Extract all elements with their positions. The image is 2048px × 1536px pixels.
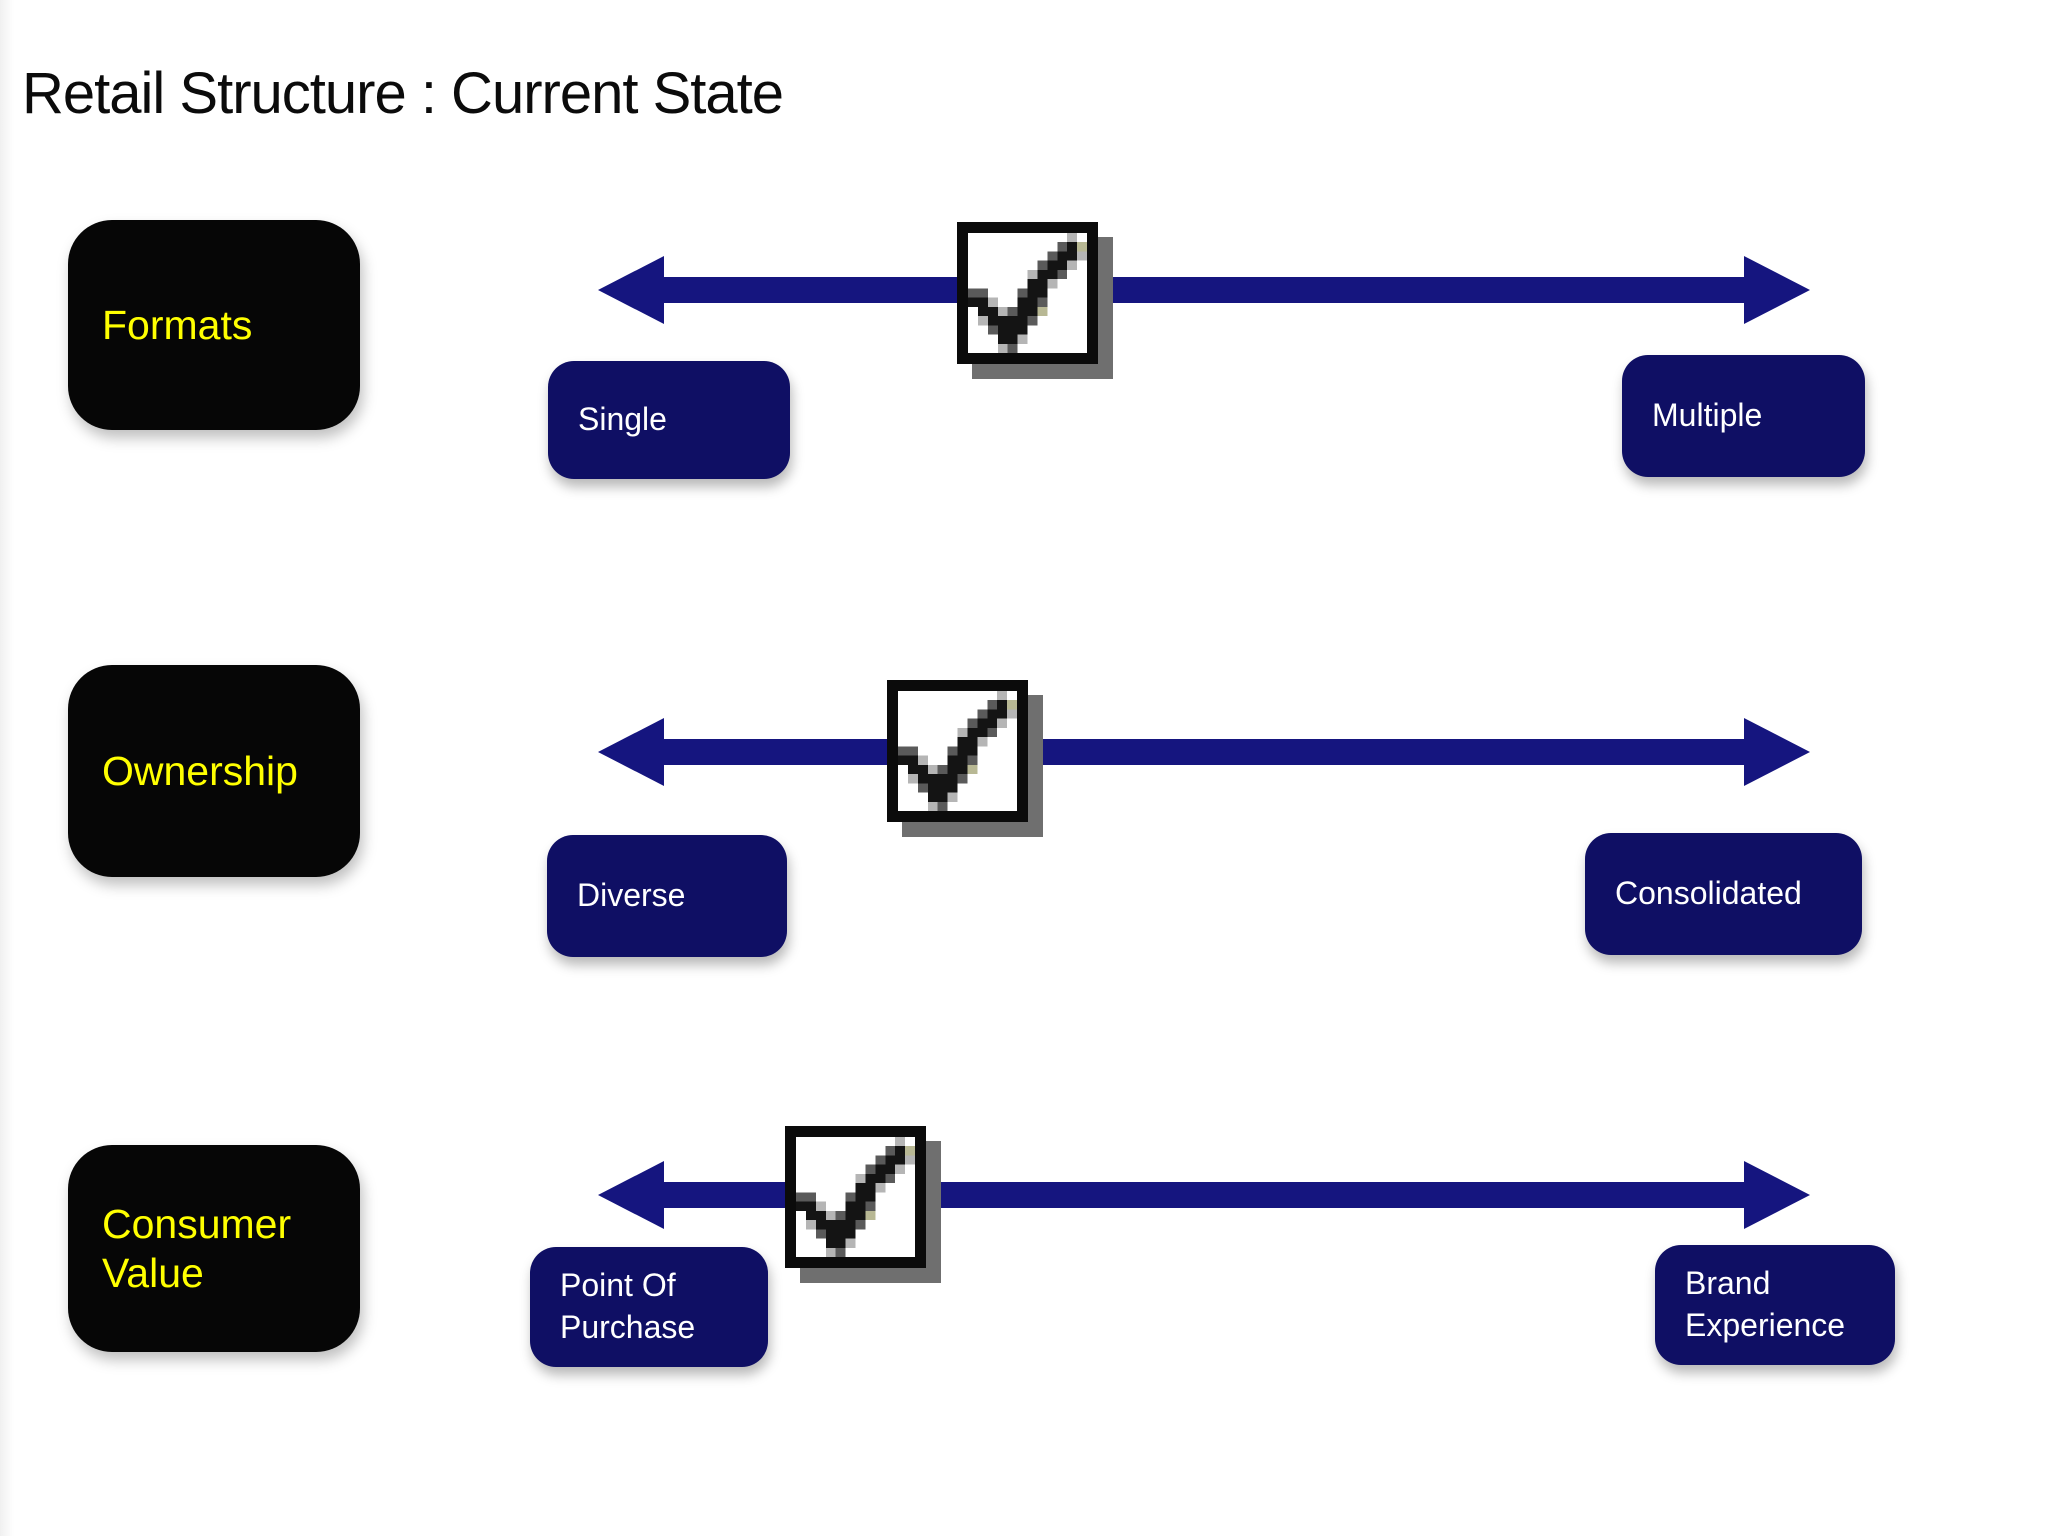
category-box-ownership: Ownership: [68, 665, 360, 877]
checked-checkbox-icon: [968, 233, 1087, 353]
checked-checkbox-icon: [898, 691, 1017, 811]
spectrum-right-label: Consolidated: [1585, 833, 1862, 955]
spectrum-right-label: Brand Experience: [1655, 1245, 1895, 1365]
label-text: Diverse: [577, 877, 686, 914]
checked-checkbox-icon: [796, 1137, 915, 1257]
spectrum-left-label: Single: [548, 361, 790, 479]
spectrum-arrow: [598, 1161, 1810, 1229]
arrowhead-right-icon: [1744, 256, 1810, 324]
current-state-marker: [785, 1126, 926, 1268]
arrowhead-right-icon: [1744, 1161, 1810, 1229]
label-text: Single: [578, 401, 667, 438]
arrowhead-left-icon: [598, 1161, 664, 1229]
page-title: Retail Structure : Current State: [22, 61, 784, 126]
category-box-consumer-value: Consumer Value: [68, 1145, 360, 1352]
spectrum-right-label: Multiple: [1622, 355, 1865, 477]
label-text: Brand Experience: [1685, 1265, 1846, 1343]
arrowhead-left-icon: [598, 256, 664, 324]
spectrum-left-label: Point Of Purchase: [530, 1247, 768, 1367]
spectrum-left-label: Diverse: [547, 835, 787, 957]
spectrum-arrow: [598, 256, 1810, 324]
label-text: Point Of Purchase: [560, 1267, 696, 1345]
label-text: Multiple: [1652, 397, 1763, 434]
current-state-marker: [887, 680, 1028, 822]
arrow-shaft: [656, 739, 1752, 765]
current-state-marker: [957, 222, 1098, 364]
category-label: Formats: [102, 301, 253, 348]
spectrum-arrow: [598, 718, 1810, 786]
category-box-formats: Formats: [68, 220, 360, 430]
category-label: Ownership: [102, 747, 298, 794]
label-text: Consolidated: [1615, 875, 1802, 912]
arrowhead-right-icon: [1744, 718, 1810, 786]
arrow-shaft: [656, 277, 1752, 303]
arrowhead-left-icon: [598, 718, 664, 786]
category-label: Consumer Value: [102, 1201, 292, 1296]
